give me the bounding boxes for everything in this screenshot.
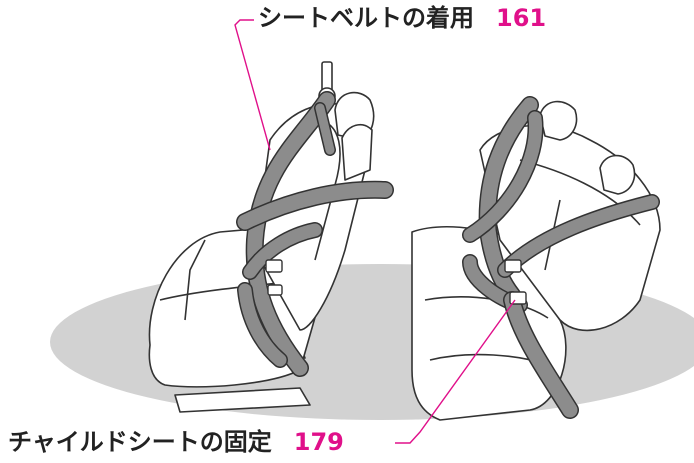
childseat-page-number[interactable]: 179 [293,428,344,456]
seatbelt-illustration [236,91,394,377]
seatbelt-page-number[interactable]: 161 [496,4,547,32]
seatbelt-callout[interactable]: シートベルトの着用 161 [258,6,546,30]
childseat-callout-text: チャイルドシートの固定 [8,428,272,456]
childseat-callout[interactable]: チャイルドシートの固定 179 [8,430,344,454]
seatbelt-leader-line [234,19,271,151]
leader-lines [234,19,516,444]
seatbelt-callout-text: シートベルトの着用 [258,4,474,32]
left-buckle [265,259,283,296]
childseat-leader-line [395,299,516,444]
